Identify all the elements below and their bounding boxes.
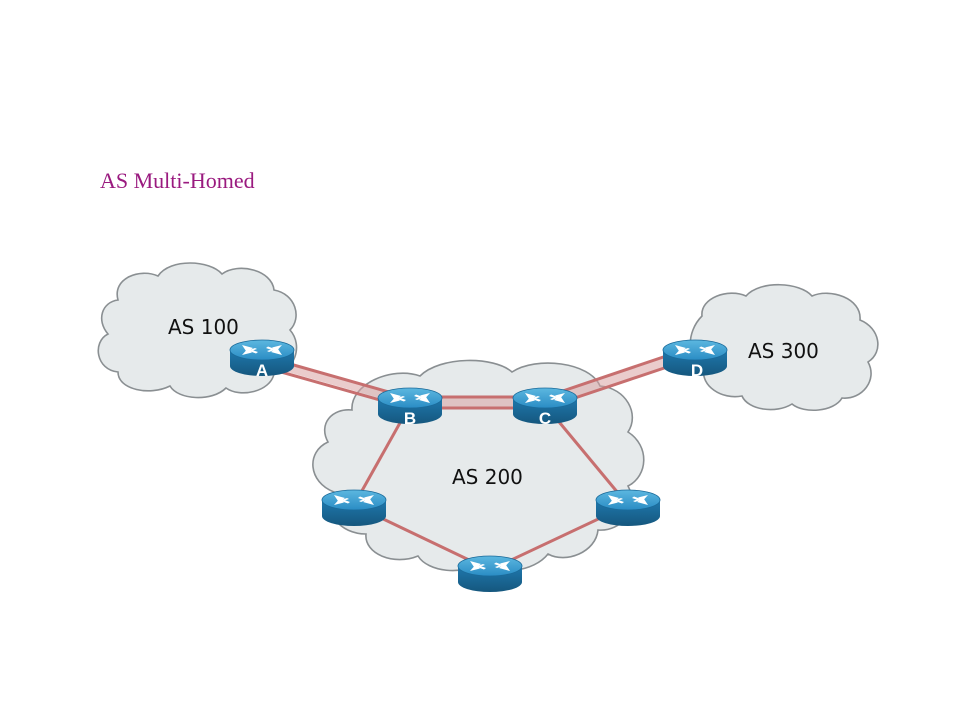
cloud-icon <box>689 284 879 411</box>
as100-label: AS 100 <box>168 315 239 339</box>
router-icon <box>321 489 387 527</box>
router-icon <box>457 555 523 593</box>
as200-label: AS 200 <box>452 465 523 489</box>
router-label-c: C <box>539 409 551 428</box>
router-icon <box>595 489 661 527</box>
router-label-d: D <box>691 361 703 380</box>
diagram-title: AS Multi-Homed <box>100 168 255 193</box>
router-label-b: B <box>404 409 416 428</box>
as300-label: AS 300 <box>748 339 819 363</box>
router-label-a: A <box>256 361 268 380</box>
as300-cloud <box>689 284 879 411</box>
